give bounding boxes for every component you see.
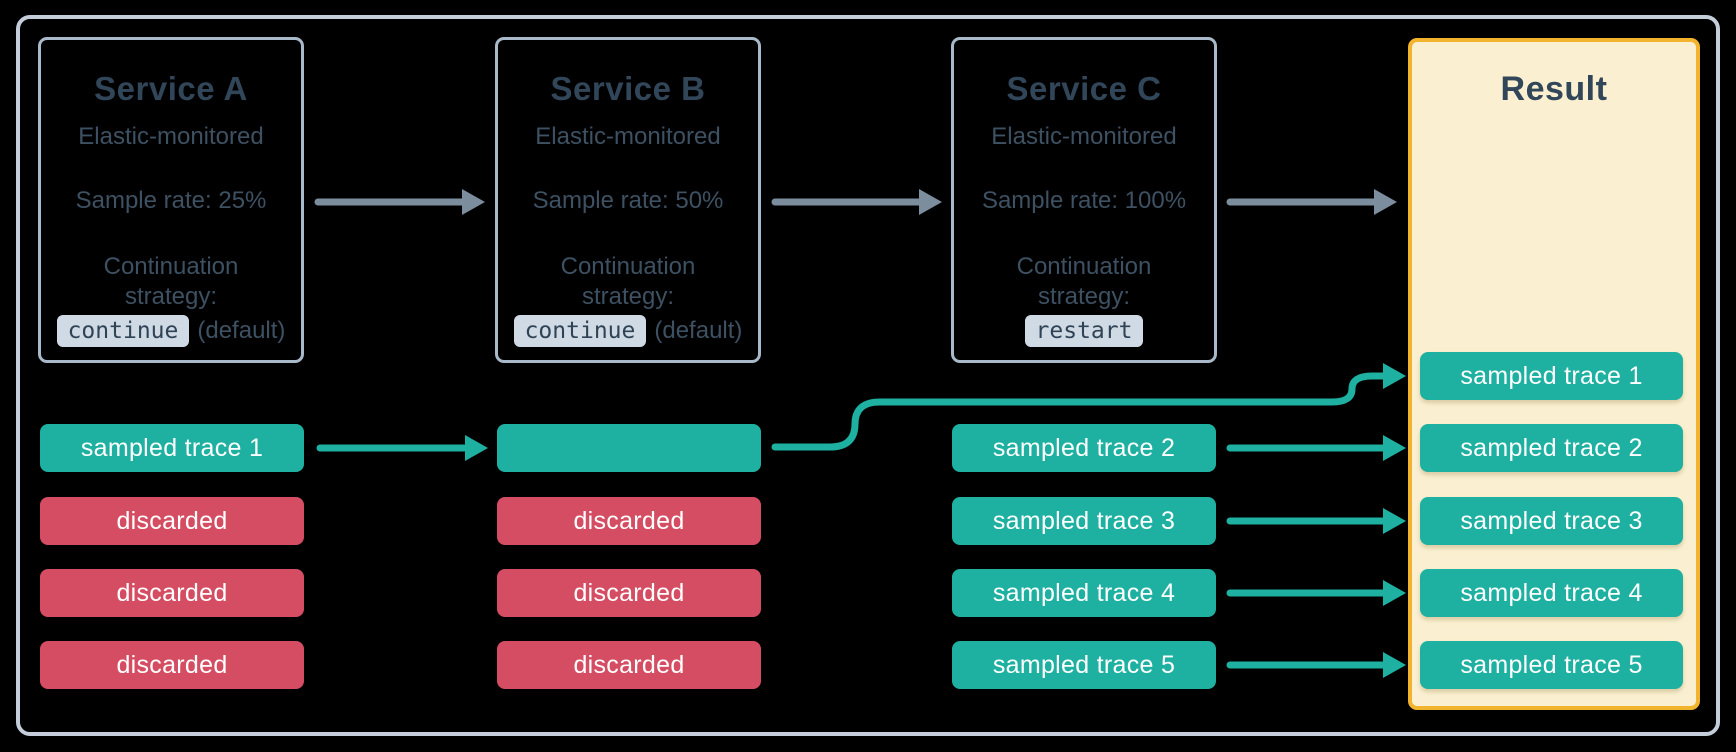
service-b-strategy-suffix: (default) bbox=[654, 317, 743, 344]
service-b-trace-pill-discarded-2: discarded bbox=[497, 569, 761, 617]
service-a-trace-pill-discarded-2: discarded bbox=[40, 569, 304, 617]
service-c-strategy-line1: Continuation bbox=[1016, 253, 1152, 280]
service-c-trace-pill-sampled-3: sampled trace 3 bbox=[952, 497, 1216, 545]
result-pill-sampled-3: sampled trace 3 bbox=[1420, 497, 1683, 545]
service-b-box: Service B Elastic-monitored Sample rate:… bbox=[495, 37, 761, 363]
service-a-trace-pill-discarded-3: discarded bbox=[40, 641, 304, 689]
service-c-box: Service C Elastic-monitored Sample rate:… bbox=[951, 37, 1217, 363]
service-a-strategy-label: Continuation strategy: bbox=[104, 252, 239, 312]
service-a-strategy-line2: strategy: bbox=[124, 283, 218, 310]
service-b-subtitle: Elastic-monitored bbox=[535, 123, 721, 150]
service-a-subtitle: Elastic-monitored bbox=[78, 123, 264, 150]
service-b-strategy-label: Continuation strategy: bbox=[561, 252, 696, 312]
service-a-trace-pill-sampled-1: sampled trace 1 bbox=[40, 424, 304, 472]
service-b-strategy-line1: Continuation bbox=[560, 253, 696, 280]
service-b-strategy-value-row: continue (default) bbox=[513, 314, 743, 348]
service-a-trace-pill-discarded-1: discarded bbox=[40, 497, 304, 545]
service-c-trace-pill-sampled-4: sampled trace 4 bbox=[952, 569, 1216, 617]
service-c-title: Service C bbox=[1006, 70, 1162, 107]
service-a-strategy-suffix: (default) bbox=[197, 317, 286, 344]
result-pill-sampled-5: sampled trace 5 bbox=[1420, 641, 1683, 689]
service-c-strategy-line2: strategy: bbox=[1037, 283, 1131, 310]
result-title: Result bbox=[1500, 70, 1608, 108]
service-b-sample-rate: Sample rate: 50% bbox=[532, 187, 724, 214]
service-b-trace-pill-sampled-empty bbox=[497, 424, 761, 472]
diagram-frame bbox=[16, 15, 1720, 736]
service-c-trace-pill-sampled-2: sampled trace 2 bbox=[952, 424, 1216, 472]
result-pill-sampled-1: sampled trace 1 bbox=[1420, 352, 1683, 400]
service-c-trace-pill-sampled-5: sampled trace 5 bbox=[952, 641, 1216, 689]
service-c-strategy-value-row: restart bbox=[1024, 314, 1144, 348]
result-pill-sampled-2: sampled trace 2 bbox=[1420, 424, 1683, 472]
service-b-strategy-badge: continue bbox=[513, 315, 647, 347]
service-a-title: Service A bbox=[94, 70, 248, 107]
service-b-title: Service B bbox=[550, 70, 706, 107]
service-a-strategy-badge: continue bbox=[56, 315, 190, 347]
result-pill-sampled-4: sampled trace 4 bbox=[1420, 569, 1683, 617]
service-a-sample-rate: Sample rate: 25% bbox=[75, 187, 267, 214]
service-b-trace-pill-discarded-3: discarded bbox=[497, 641, 761, 689]
service-a-strategy-value-row: continue (default) bbox=[56, 314, 286, 348]
service-c-strategy-badge: restart bbox=[1024, 315, 1144, 347]
service-c-strategy-label: Continuation strategy: bbox=[1017, 252, 1152, 312]
service-c-sample-rate: Sample rate: 100% bbox=[981, 187, 1187, 214]
service-a-box: Service A Elastic-monitored Sample rate:… bbox=[38, 37, 304, 363]
service-a-strategy-line1: Continuation bbox=[103, 253, 239, 280]
service-b-trace-pill-discarded-1: discarded bbox=[497, 497, 761, 545]
service-c-subtitle: Elastic-monitored bbox=[991, 123, 1177, 150]
service-b-strategy-line2: strategy: bbox=[581, 283, 675, 310]
